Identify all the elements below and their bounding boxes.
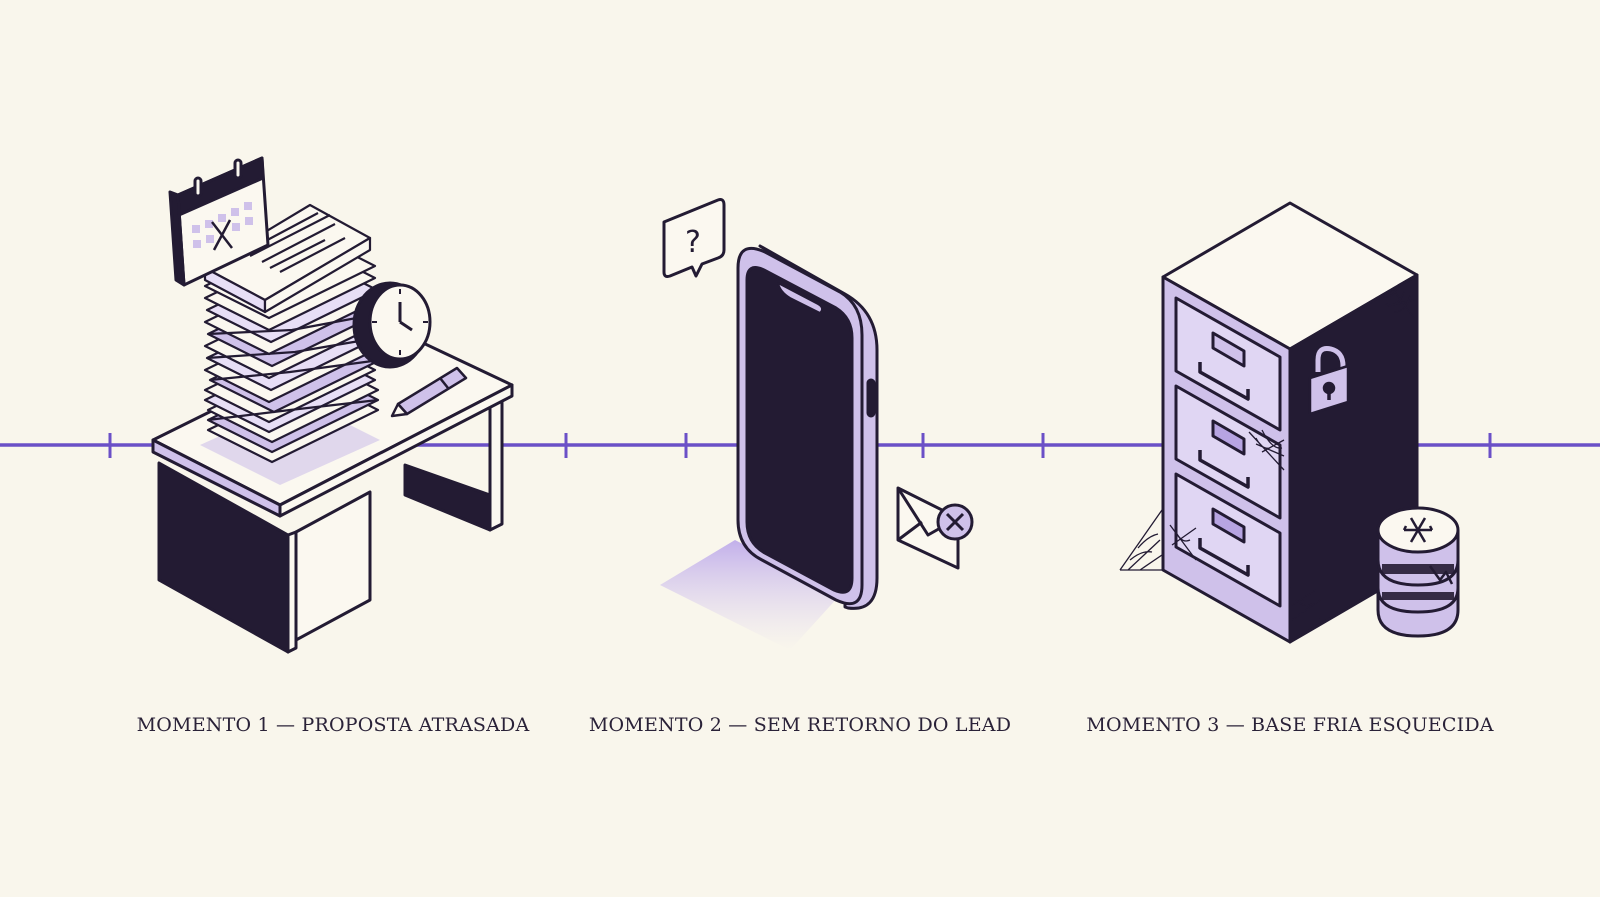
moment-2-caption: MOMENTO 2 — SEM RETORNO DO LEAD bbox=[588, 714, 1012, 736]
smartphone-icon bbox=[736, 244, 879, 610]
timeline-ticks bbox=[108, 433, 1492, 458]
phone-glow bbox=[660, 540, 840, 650]
question-mark-text: ? bbox=[685, 225, 701, 260]
document-stack-icon bbox=[203, 203, 382, 464]
padlock-icon bbox=[1308, 346, 1350, 416]
email-error-icon bbox=[896, 486, 974, 570]
desk-icon bbox=[151, 323, 514, 654]
question-bubble-icon: ? bbox=[662, 198, 726, 278]
moment-3-caption: MOMENTO 3 — BASE FRIA ESQUECIDA bbox=[1086, 714, 1494, 736]
cobweb-icon bbox=[1119, 277, 1415, 621]
calendar-icon bbox=[168, 156, 270, 287]
clock-icon bbox=[352, 281, 432, 369]
moment-1-caption: MOMENTO 1 — PROPOSTA ATRASADA bbox=[136, 714, 530, 736]
frozen-database-icon bbox=[1376, 506, 1460, 638]
pen-icon bbox=[390, 366, 468, 418]
